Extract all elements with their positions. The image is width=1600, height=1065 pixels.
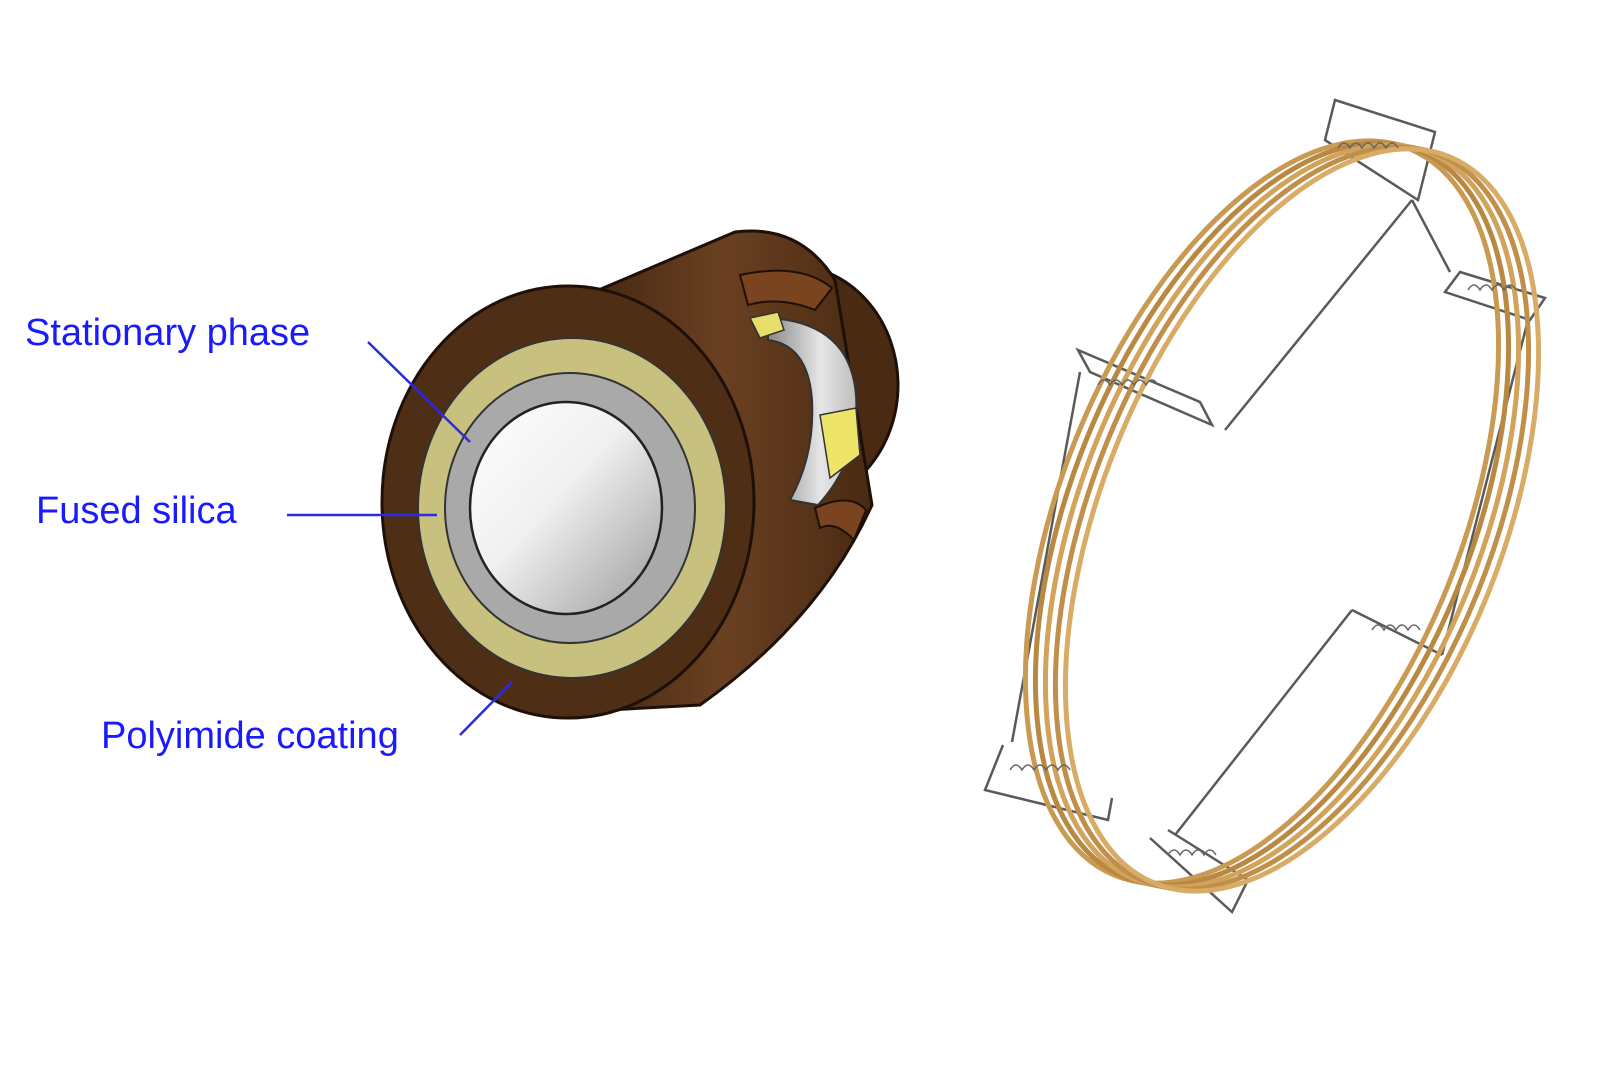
clip-bottom-left bbox=[1009, 764, 1071, 772]
stationary-phase-sliver-top bbox=[748, 311, 785, 339]
polyimide-cut-tab-bottom bbox=[813, 499, 868, 542]
coil-winding-4 bbox=[1052, 144, 1532, 892]
coiled-column bbox=[983, 98, 1547, 915]
clip-right bbox=[1467, 284, 1517, 292]
label-fused-silica: Fused silica bbox=[36, 490, 237, 532]
column-bore bbox=[468, 400, 664, 616]
cage-spoke-6 bbox=[1351, 608, 1443, 657]
coil-winding-2 bbox=[1032, 140, 1512, 888]
column-cross-section bbox=[380, 229, 900, 720]
clip-top bbox=[1337, 142, 1399, 150]
cage-spoke-2 bbox=[1410, 199, 1452, 273]
cage-bracket-top bbox=[1323, 98, 1437, 202]
stationary-phase-sliver-mid bbox=[819, 407, 861, 480]
leader-line-polyimide bbox=[459, 681, 513, 736]
label-polyimide-coating: Polyimide coating bbox=[101, 715, 399, 757]
label-stationary-phase: Stationary phase bbox=[25, 312, 311, 354]
leader-line-stationary-phase bbox=[367, 341, 471, 443]
coil-clips bbox=[1009, 142, 1517, 857]
clip-lower-right bbox=[1371, 624, 1421, 632]
clip-bottom bbox=[1167, 849, 1217, 857]
wire-cage bbox=[983, 98, 1547, 915]
polyimide-cut-tab-top bbox=[738, 269, 834, 312]
cage-bracket-left bbox=[1075, 347, 1215, 428]
cage-bracket-bottom bbox=[1149, 828, 1250, 915]
coil-windings bbox=[1022, 138, 1542, 894]
coil-winding-5 bbox=[1062, 146, 1542, 894]
leader-lines bbox=[287, 341, 513, 736]
cage-spoke-4 bbox=[1440, 319, 1530, 656]
cage-spoke-5 bbox=[1174, 609, 1353, 836]
cage-spoke-1 bbox=[1224, 199, 1413, 431]
clip-left bbox=[1097, 379, 1159, 387]
